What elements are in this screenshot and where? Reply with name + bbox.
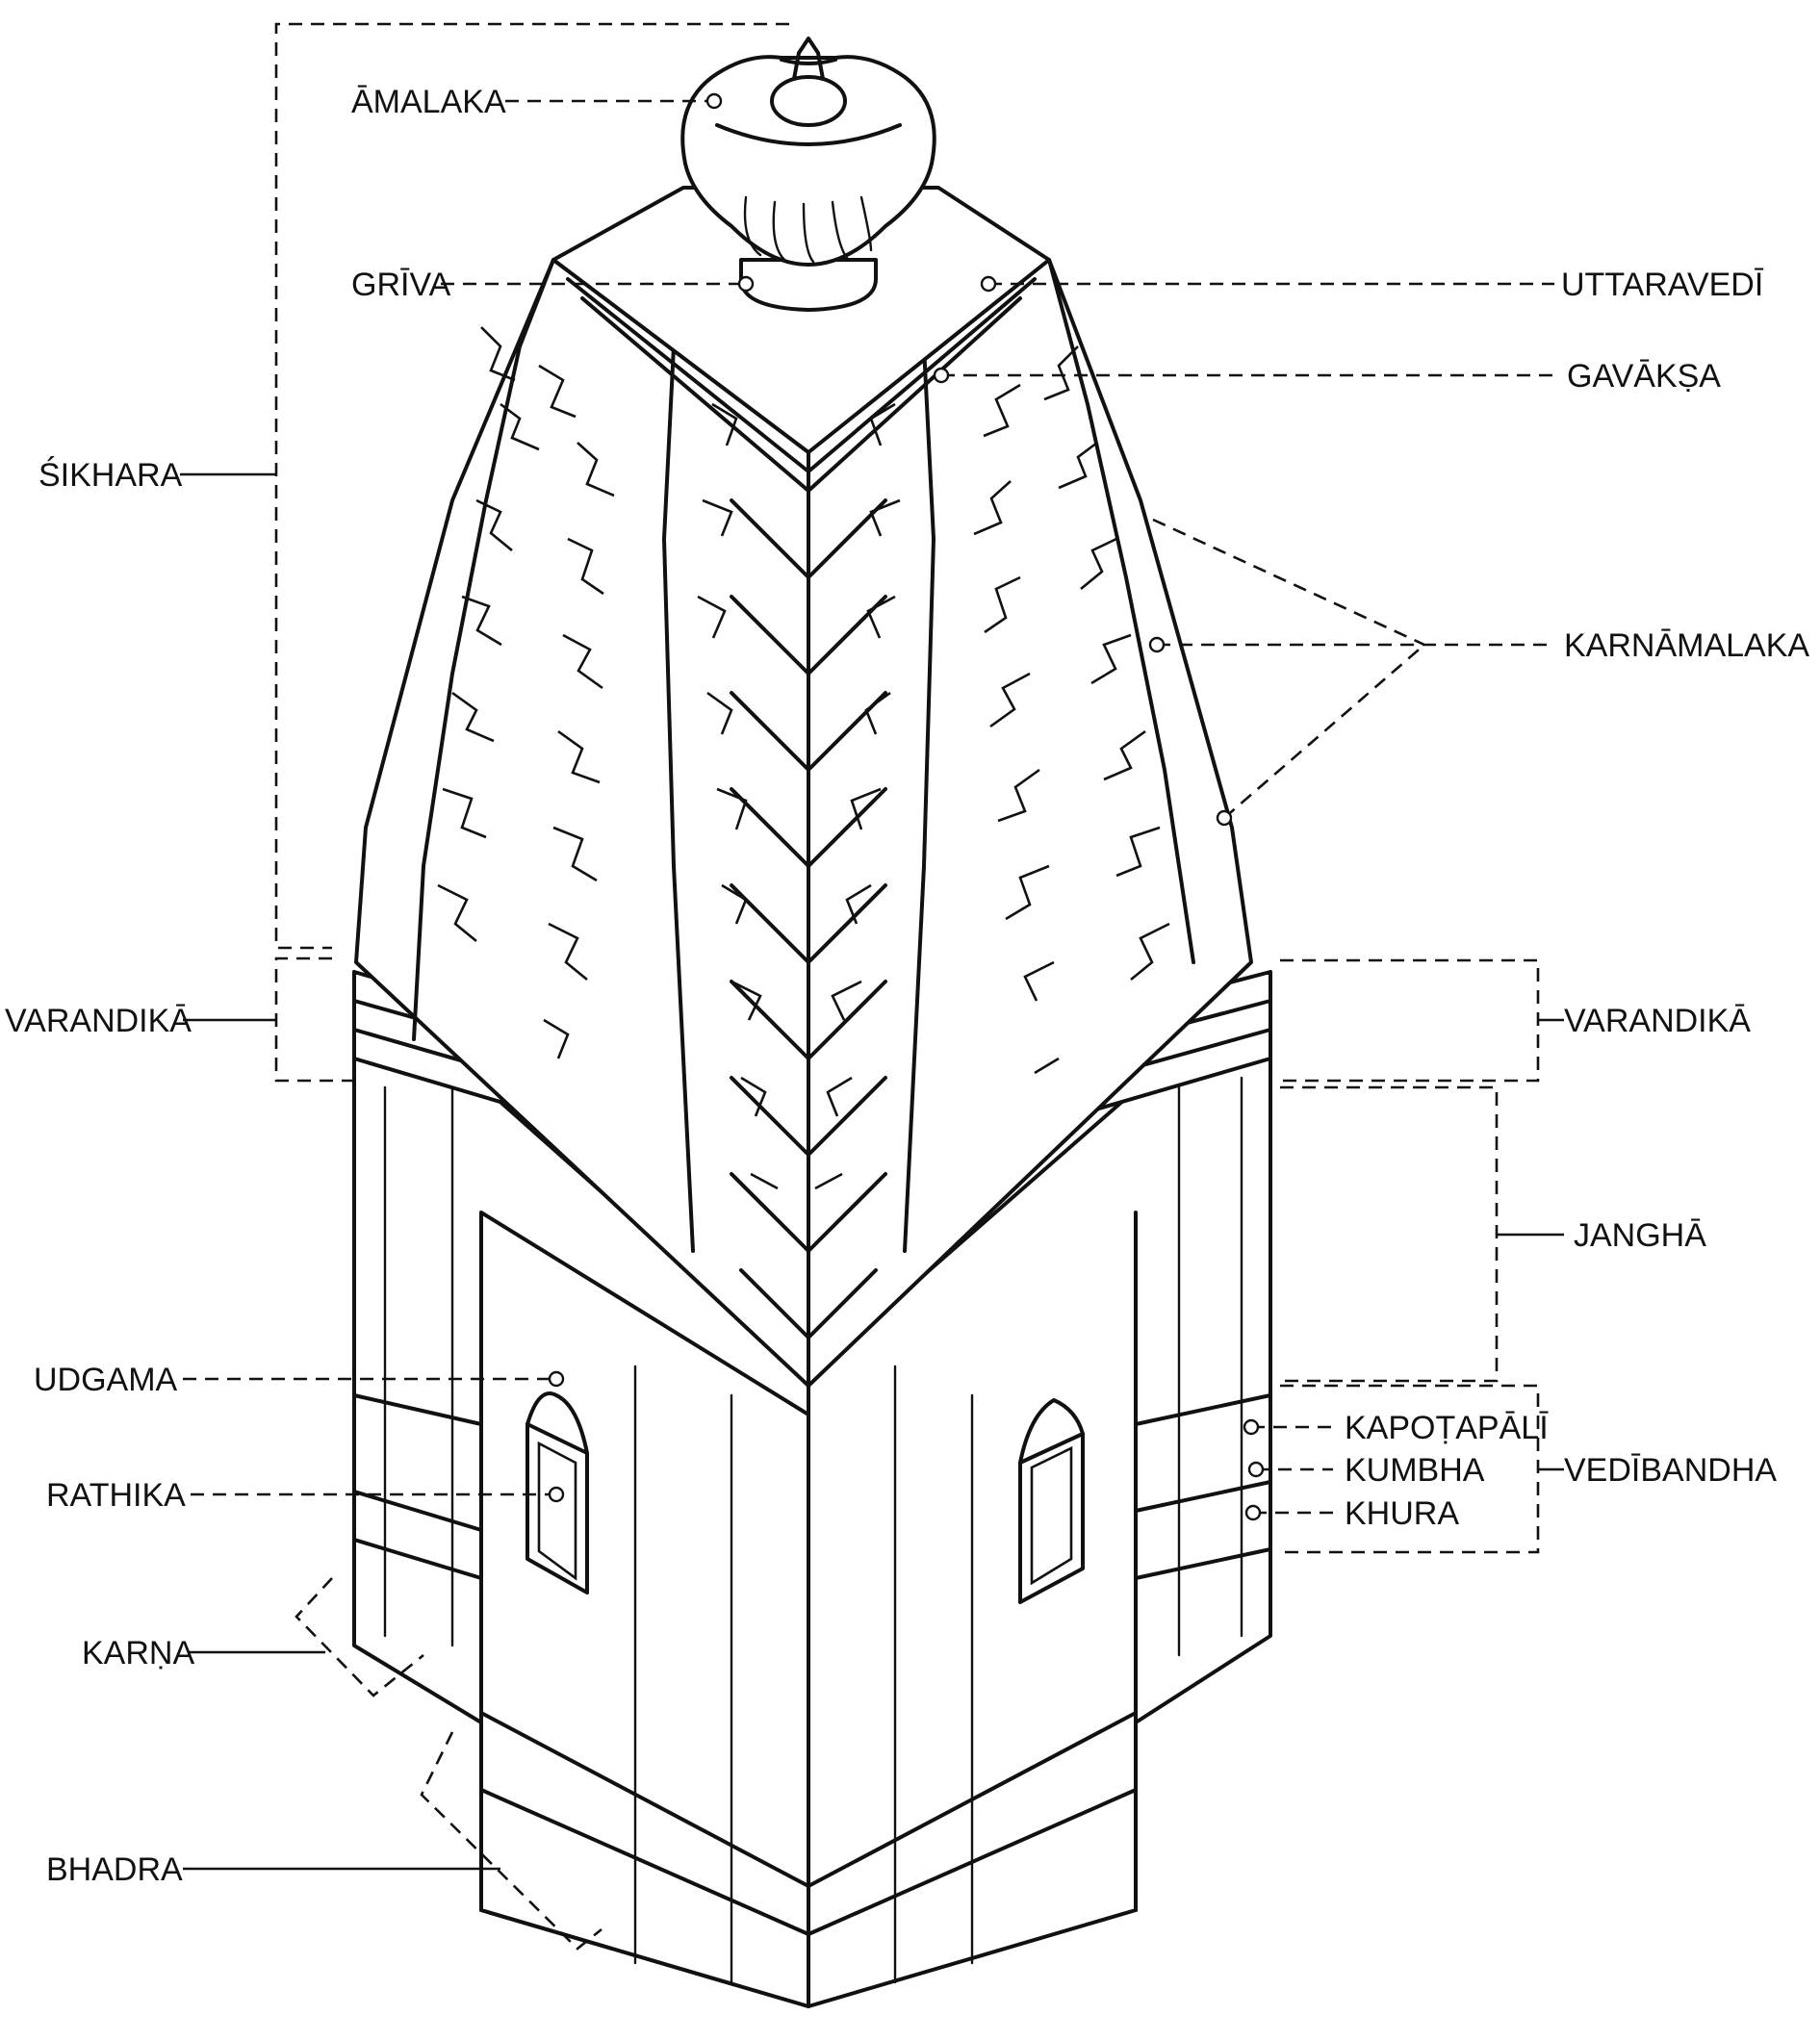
label-varandika-left: VARANDIKĀ <box>5 1003 192 1039</box>
label-rathika: RATHIKA <box>46 1477 186 1514</box>
uttaravedi-dot <box>980 275 997 293</box>
shikhara-central-spine <box>730 450 887 1388</box>
amalaka-finial <box>680 37 936 312</box>
griva-dot <box>737 275 755 293</box>
label-khura: KHURA <box>1345 1495 1459 1532</box>
rathika-niche-right <box>1018 1398 1085 1604</box>
label-vedibandha: VEDĪBANDHA <box>1564 1452 1777 1489</box>
karnamalaka-dot-lower <box>1216 809 1233 827</box>
label-udgama: UDGAMA <box>34 1362 178 1398</box>
leader-dots <box>548 92 1265 1521</box>
amalaka-dot <box>705 92 723 110</box>
labels: ĀMALAKA GRĪVA UTTARAVEDĪ GAVĀKṢA ŚIKHARA… <box>5 84 1809 1888</box>
kapotapali-dot <box>1243 1418 1260 1436</box>
uttaravedi-platform <box>551 186 1051 493</box>
karnamalaka-dot <box>1148 636 1166 653</box>
rathika-dot <box>548 1486 565 1503</box>
label-karna: KARṆA <box>82 1635 194 1671</box>
label-kumbha: KUMBHA <box>1345 1452 1485 1489</box>
rathika-niche-left <box>525 1391 589 1595</box>
khura-dot <box>1244 1504 1262 1521</box>
gavaksa-dot <box>933 367 950 384</box>
label-amalaka: ĀMALAKA <box>351 84 506 120</box>
label-varandika-right: VARANDIKĀ <box>1564 1003 1751 1039</box>
udgama-dot <box>548 1370 565 1388</box>
label-sikhara: ŚIKHARA <box>38 456 183 494</box>
label-bhadra: BHADRA <box>46 1851 183 1888</box>
label-griva: GRĪVA <box>351 267 451 303</box>
label-karnamalaka: KARNĀMALAKA <box>1564 627 1809 664</box>
temple-drawing <box>352 37 1272 2008</box>
leader-lines <box>180 22 1564 1951</box>
label-gavaksa: GAVĀKṢA <box>1567 358 1721 395</box>
shikhara-left-face <box>354 258 810 1388</box>
kumbha-dot <box>1247 1461 1265 1478</box>
label-kapotapali: KAPOṬAPĀLĪ <box>1345 1410 1549 1446</box>
label-uttaravedi: UTTARAVEDĪ <box>1561 267 1764 303</box>
label-jangha: JANGHĀ <box>1574 1217 1706 1254</box>
